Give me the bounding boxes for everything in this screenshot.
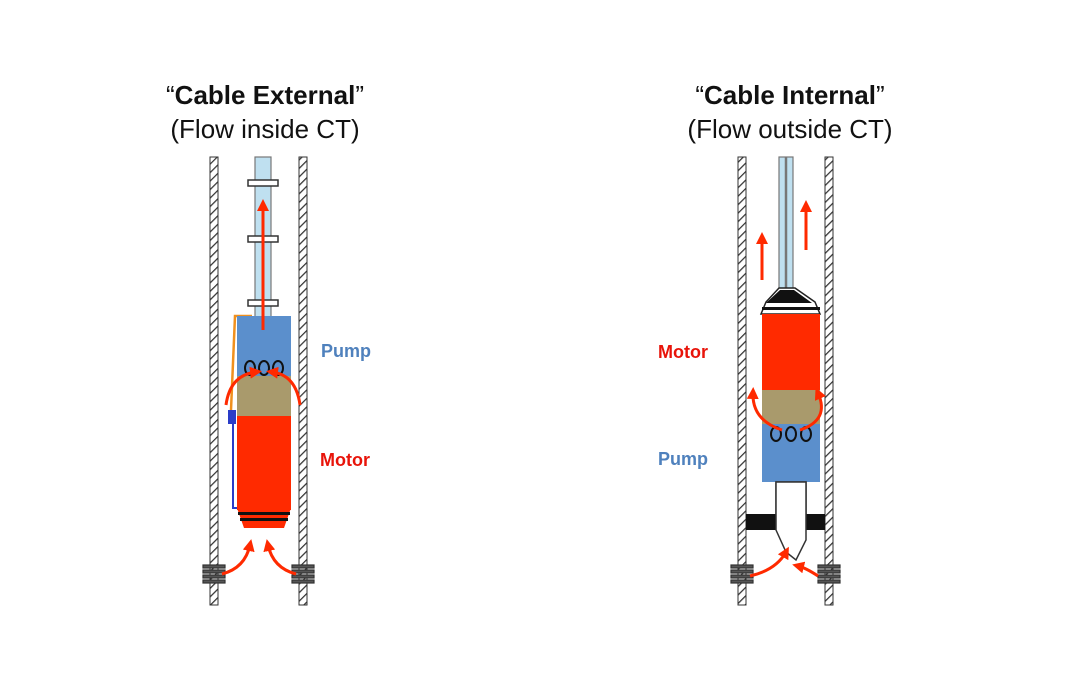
right-motor-label: Motor [658,342,708,362]
left-motor-body [237,416,291,510]
right-pump-intake-2 [785,426,797,442]
left-flow-arrow-inflow-right [263,539,297,576]
right-flow-arrow-inflow-right [792,561,819,578]
right-title: “Cable Internal” (Flow outside CT) [655,78,925,146]
right-title-open-quote: “ [695,80,705,110]
right-title-main: “Cable Internal” [655,78,925,112]
right-pump-label: Pump [658,449,709,469]
left-flow-arrow-intake-right [266,366,302,406]
left-tubing-clamp-1 [247,179,279,187]
right-well-diagram [730,156,841,606]
left-flow-arrow-inflow-left [221,539,255,576]
right-seal-section [762,390,820,424]
left-title: “Cable External” (Flow inside CT) [135,78,395,146]
right-casing-wall-left [737,156,747,606]
left-casing-wall-left [209,156,219,606]
right-intake-stinger [775,481,807,562]
right-motor-head-band [762,307,820,310]
left-title-close-quote: ” [355,80,364,110]
left-seal-section [237,376,291,416]
left-title-open-quote: “ [166,80,175,110]
left-perforation-left [202,564,226,584]
right-subtitle: (Flow outside CT) [687,114,893,144]
left-title-main: “Cable External” [135,78,395,112]
right-flow-arrow-discharge-right [799,387,826,432]
left-title-bold: Cable External [174,80,356,110]
right-perforation-left [730,564,754,584]
right-title-close-quote: ” [875,80,885,110]
left-pump-label: Pump [321,341,372,361]
right-flow-arrow-inflow-left [749,546,789,578]
left-subtitle: (Flow inside CT) [170,114,360,144]
right-casing-wall-right [824,156,834,606]
right-title-bold: Cable Internal [704,80,876,110]
right-motor-body [762,314,820,390]
left-motor-band-1 [238,512,290,515]
left-casing-wall-right [298,156,308,606]
left-motor-band-2 [240,518,288,521]
right-perforation-right [817,564,841,584]
right-flow-arrow-discharge-left [746,387,783,432]
left-motor-label: Motor [320,450,370,470]
right-motor-head-fill [766,290,812,303]
left-well-diagram [202,156,315,606]
left-flow-arrow-intake-left [224,366,262,406]
left-cable-connector [228,410,236,424]
